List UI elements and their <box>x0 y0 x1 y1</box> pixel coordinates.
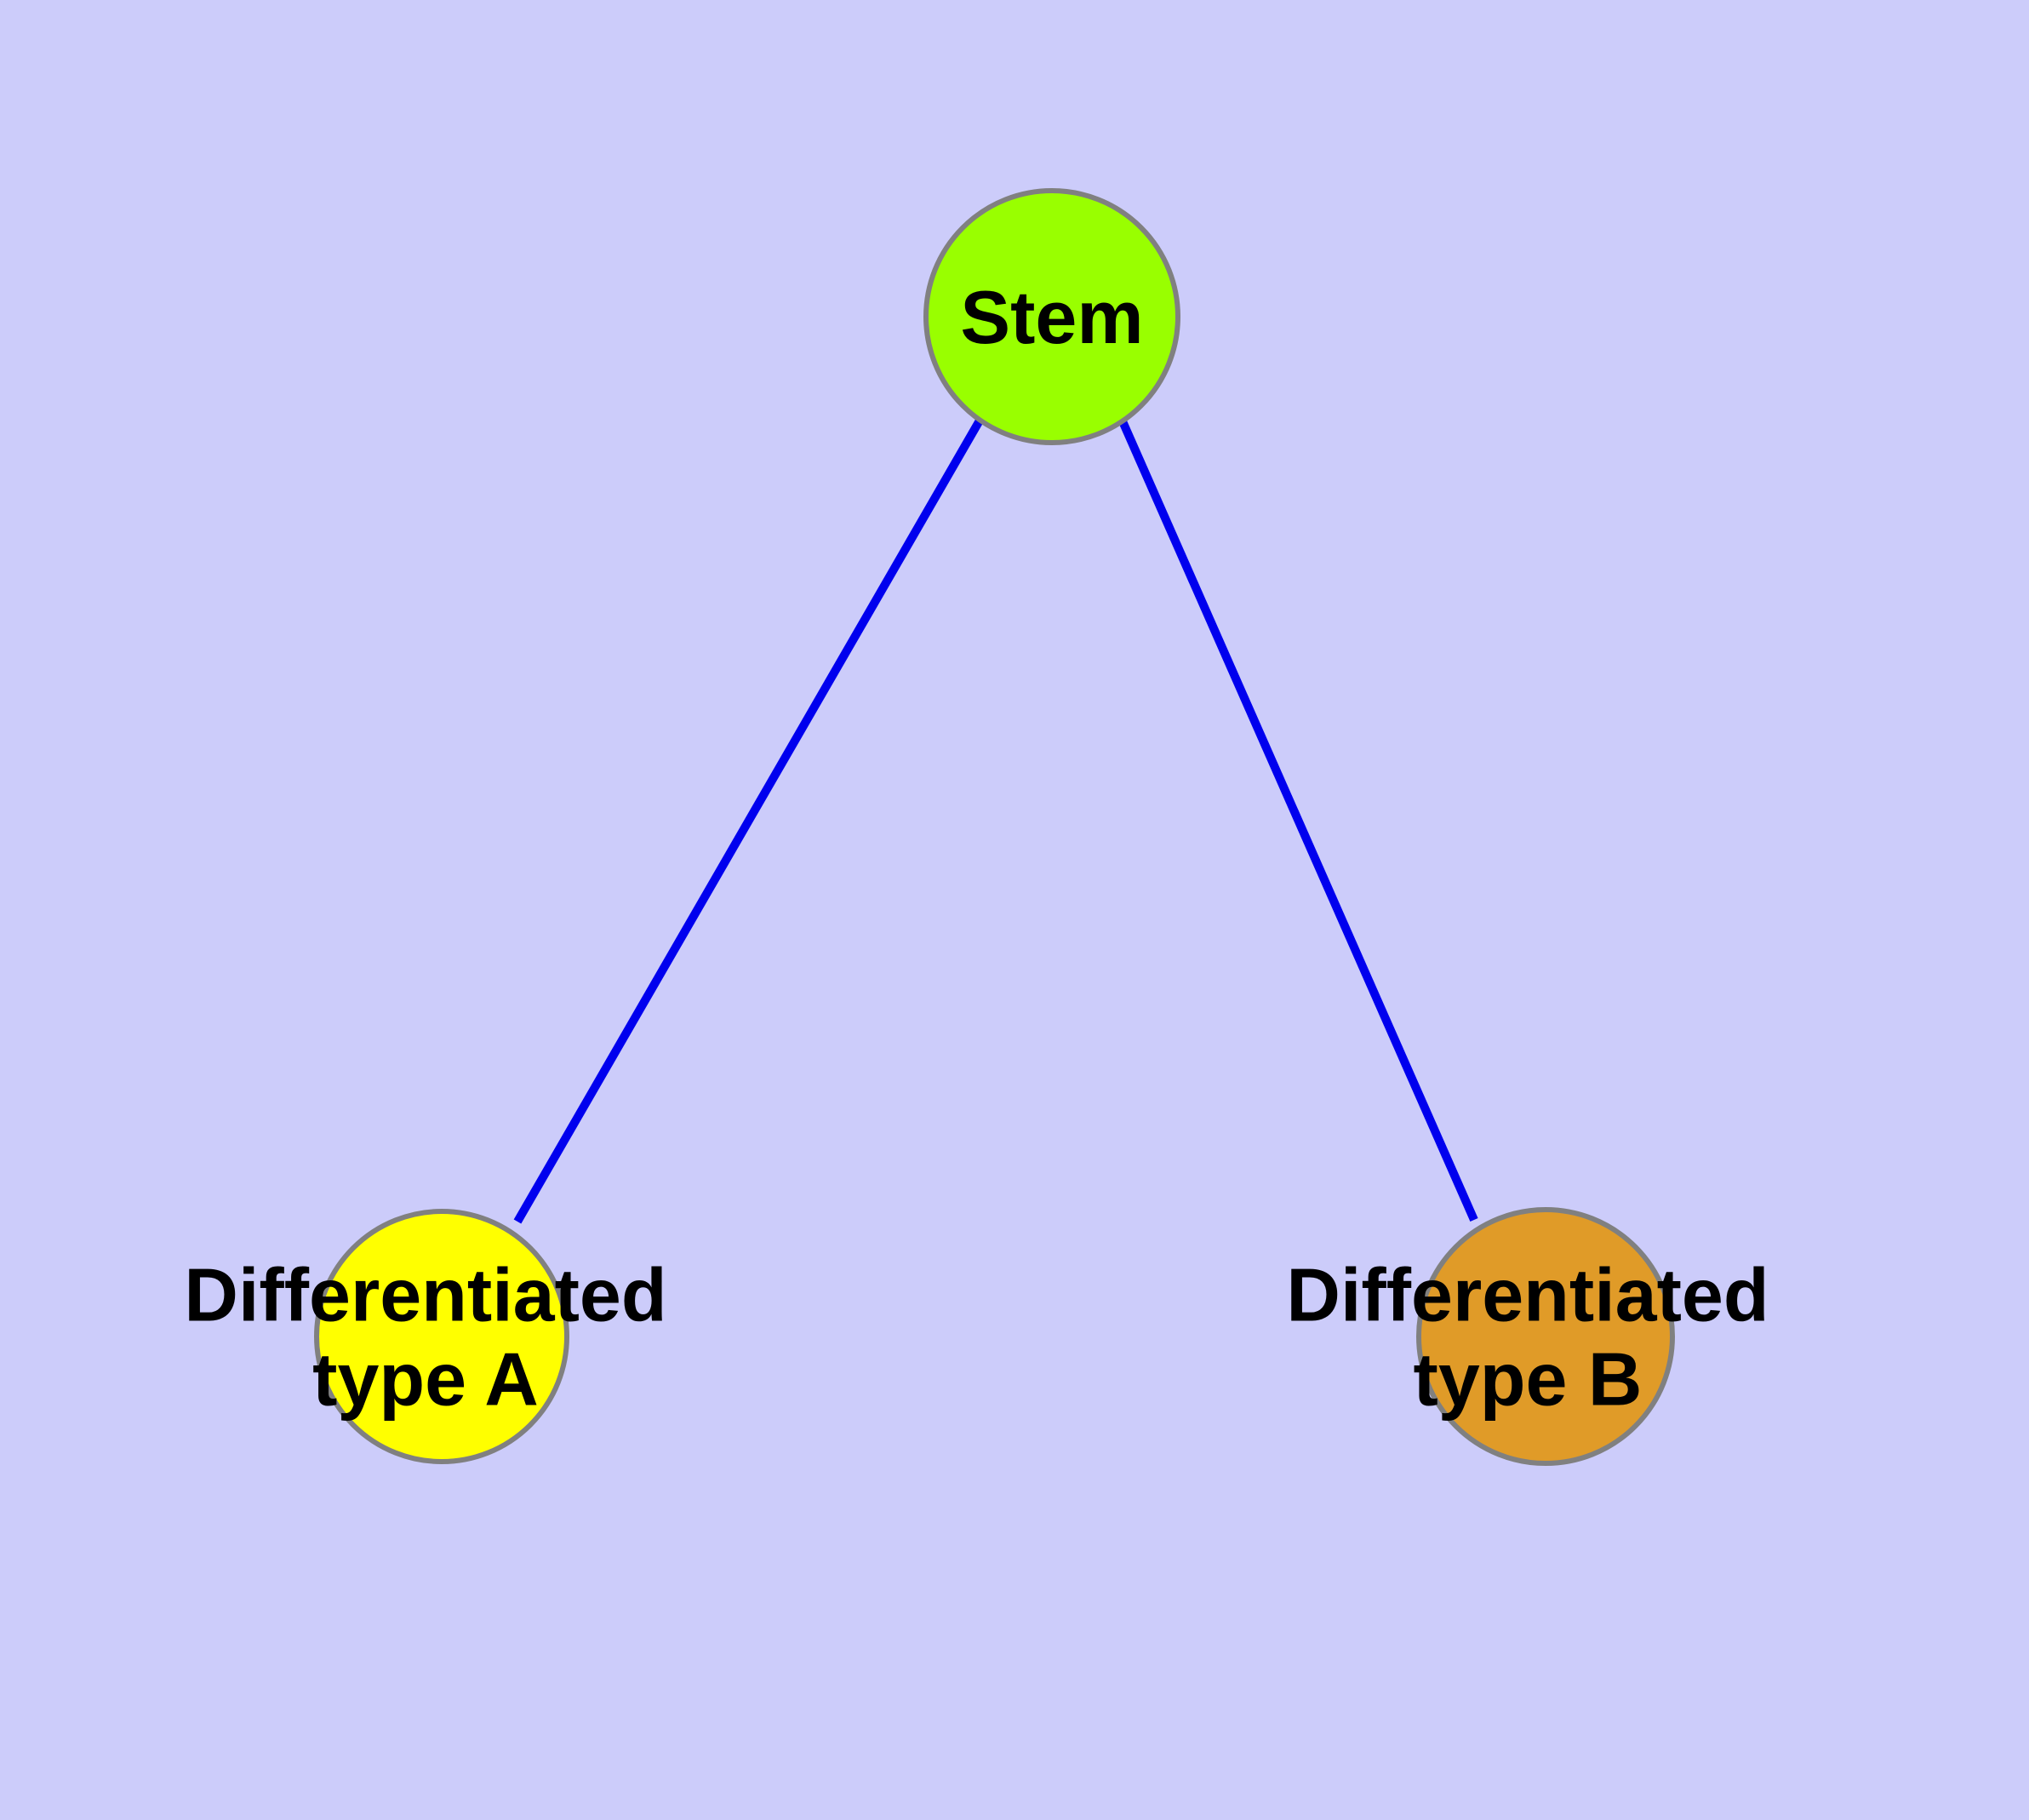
node-diff_a[interactable] <box>314 1209 569 1464</box>
node-diff_b[interactable] <box>1416 1207 1675 1466</box>
node-label-line: type B <box>1414 1336 1643 1421</box>
edge-stem-to-diff_b <box>1118 419 1478 1222</box>
node-label-line: Differentiated <box>184 1252 666 1336</box>
node-label-stem: Stem <box>960 275 1143 359</box>
edges-layer <box>513 418 1478 1224</box>
nodes-layer <box>314 188 1675 1466</box>
node-stem[interactable] <box>923 188 1180 445</box>
node-label-line: type A <box>312 1336 539 1421</box>
edge-stem-to-diff_a <box>513 418 984 1224</box>
node-label-line: Differentiated <box>1286 1252 1769 1336</box>
node-label-line: Stem <box>960 275 1143 359</box>
